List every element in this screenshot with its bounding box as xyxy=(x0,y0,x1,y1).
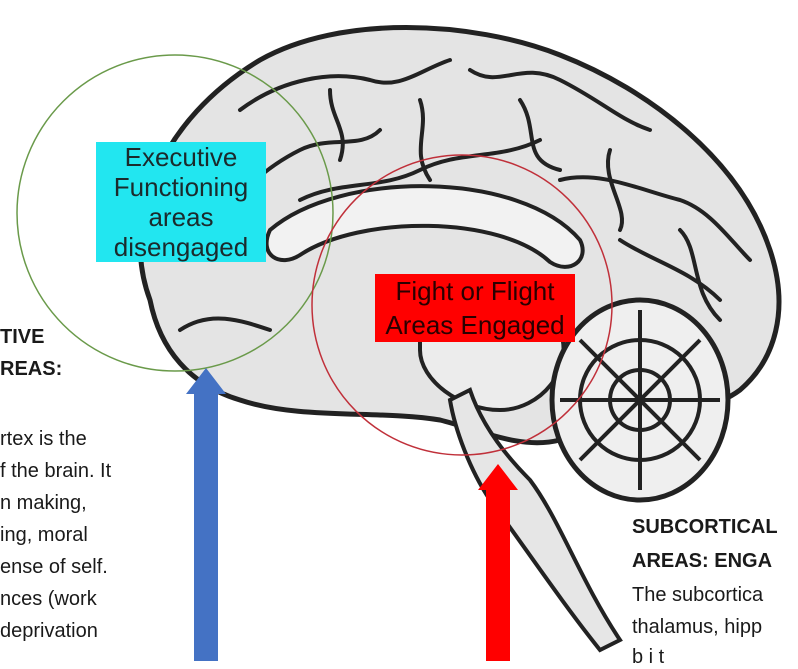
executive-line-1: Executive xyxy=(100,142,262,172)
left-body-line-3: n making, xyxy=(0,492,87,515)
left-body-line-4: ing, moral xyxy=(0,524,88,547)
fight-or-flight-label: Fight or Flight Areas Engaged xyxy=(375,274,575,342)
left-body-line-1: rtex is the xyxy=(0,428,87,451)
left-heading-line-1: TIVE xyxy=(0,326,44,349)
executive-line-3: areas xyxy=(100,202,262,232)
right-body-line-3: b i t xyxy=(632,646,664,669)
left-heading-line-2: REAS: xyxy=(0,358,62,381)
right-body-line-1: The subcortica xyxy=(632,584,763,607)
left-body-line-7: deprivation xyxy=(0,620,98,643)
executive-line-2: Functioning xyxy=(100,172,262,202)
left-body-line-2: f the brain. It xyxy=(0,460,111,483)
left-body-line-5: ense of self. xyxy=(0,556,108,579)
left-body-line-6: nces (work xyxy=(0,588,97,611)
blue-arrow xyxy=(186,368,226,661)
right-heading-line-1: SUBCORTICAL xyxy=(632,516,778,539)
executive-line-4: disengaged xyxy=(100,232,262,262)
fight-line-2: Areas Engaged xyxy=(379,308,571,342)
executive-functioning-label: Executive Functioning areas disengaged xyxy=(96,142,266,262)
fight-line-1: Fight or Flight xyxy=(379,274,571,308)
right-heading-line-2: AREAS: ENGA xyxy=(632,550,772,573)
right-body-line-2: thalamus, hipp xyxy=(632,616,762,639)
